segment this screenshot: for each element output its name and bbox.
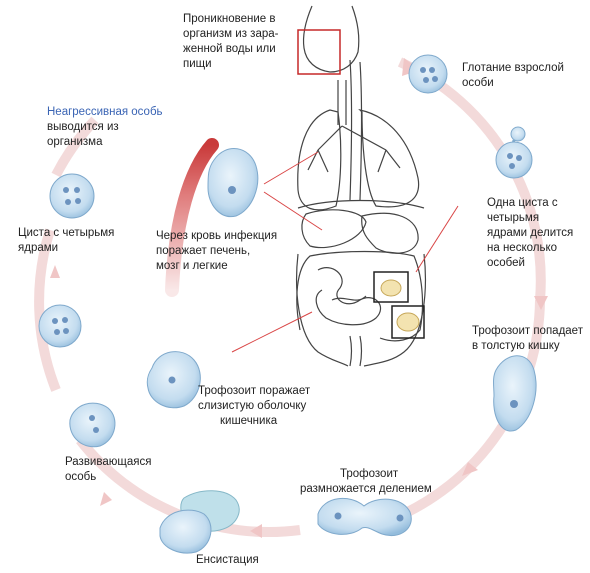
arrow-tip-6 — [50, 265, 60, 278]
dividing-trophozoite — [317, 498, 412, 536]
colon-box — [391, 305, 425, 339]
label-trophozoite-divides: Трофозоит размножается делением — [300, 468, 432, 495]
small-intestine — [315, 267, 382, 326]
label-non-aggressive: Неагрессивная особь выводится из организ… — [47, 106, 166, 148]
small-intestine-box — [373, 271, 409, 303]
trachea — [337, 80, 347, 125]
diaphragm — [297, 199, 425, 209]
liver — [301, 209, 367, 249]
left-lung — [297, 109, 342, 211]
developing-cell — [69, 402, 116, 448]
arrow-tip-3 — [462, 462, 478, 476]
precyst — [159, 509, 212, 554]
label-cyst-divides: Одна циста с четырьмя ядрами делится на … — [487, 197, 576, 269]
large-intestine — [296, 250, 424, 342]
cyst-swallowed — [408, 54, 448, 94]
label-developing: Развивающаяся особь — [65, 456, 155, 483]
head-profile — [302, 5, 360, 73]
label-swallowing: Глотание взрослой особи — [462, 62, 567, 89]
label-blood-infection: Через кровь инфекция поражает печень, мо… — [156, 230, 280, 272]
label-encystation: Енсистация — [196, 554, 259, 566]
label-cyst-four-nuclei: Циста с четырьмя ядрами — [18, 227, 118, 254]
four-nuclei-cyst-upper — [49, 173, 95, 219]
mouth-highlight-box — [297, 29, 341, 75]
label-mucosa: Трофозоит поражает слизистую оболочку ки… — [198, 385, 313, 427]
arrow-tip-5 — [100, 492, 112, 506]
right-lung — [358, 108, 420, 208]
pointer-lines — [231, 151, 459, 353]
label-trophozoite-colon: Трофозоит попадает в толстую кишку — [472, 325, 586, 352]
four-nuclei-cyst-lower — [38, 304, 82, 348]
blood-spread-arrow — [165, 138, 219, 297]
excysting-cyst — [495, 126, 533, 179]
human-anatomy — [296, 5, 426, 367]
small-intestine-amoeba — [380, 279, 402, 297]
invasive-trophozoite-lower — [146, 351, 201, 409]
esophagus — [349, 59, 363, 201]
bronchi — [307, 125, 401, 173]
label-penetration: Проникновение в организм из зара- женной… — [183, 13, 282, 70]
arrow-tip-4 — [250, 524, 262, 538]
stomach — [361, 212, 419, 254]
trophozoite-in-colon — [493, 355, 537, 432]
invasive-trophozoite-upper — [207, 148, 259, 218]
torso-outline — [296, 253, 426, 367]
arrow-tip-2 — [534, 296, 548, 310]
colon-amoeba — [396, 312, 420, 332]
rectum — [349, 335, 363, 367]
